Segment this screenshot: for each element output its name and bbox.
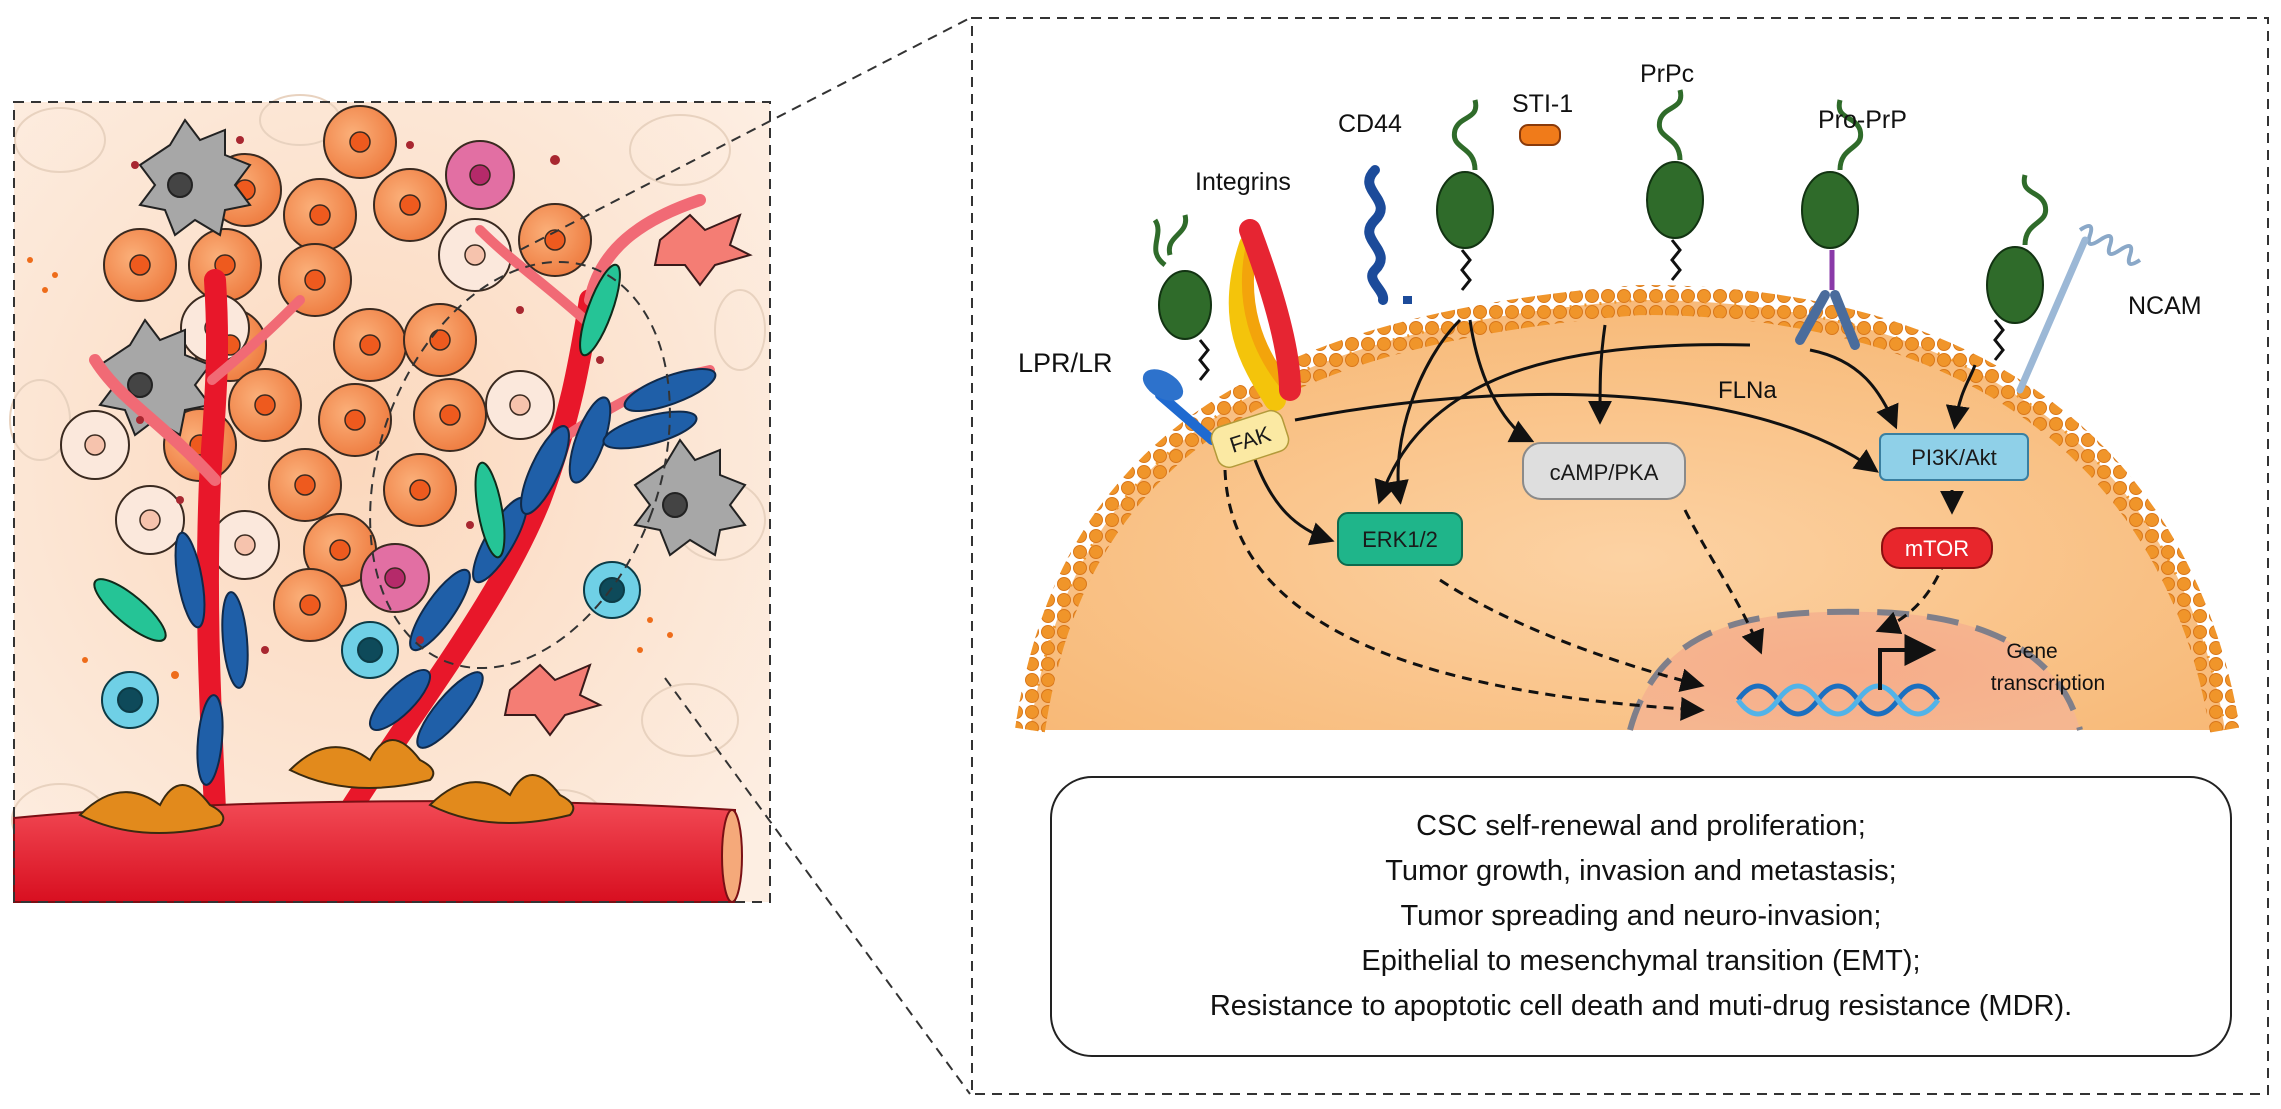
macrophage-cells [98, 118, 747, 557]
signaling-arrows [1223, 318, 1977, 721]
receptor-glyphs [1142, 89, 2142, 445]
label-gene: Gene [2006, 640, 2057, 663]
label-sti1: STI-1 [1512, 90, 1573, 118]
svg-text:cAMP/PKA: cAMP/PKA [1550, 460, 1659, 485]
fibroblast-cells [93, 263, 621, 642]
zoom-connector-lines [369, 17, 971, 1095]
signaling-panel: FAK ERK1/2 cAMP/PKA PI3K/Akt mTOR LPR/LR… [971, 17, 2269, 1095]
svg-text:ERK1/2: ERK1/2 [1362, 527, 1438, 552]
outcome-line: Resistance to apoptotic cell death and m… [1209, 990, 2073, 1022]
pi3k-node: PI3K/Akt [1879, 433, 2029, 481]
tumor-microenvironment-panel [9, 94, 771, 903]
label-integrins: Integrins [1195, 168, 1291, 196]
erk-node: ERK1/2 [1337, 512, 1463, 566]
orange-dots [27, 257, 673, 679]
outcome-line: Tumor spreading and neuro-invasion; [1400, 900, 1882, 932]
dna-helix-icon [1735, 683, 1941, 717]
receptor-labels: LPR/LR Integrins CD44 STI-1 PrPc Pro-PrP… [1018, 60, 2202, 695]
label-lpr-lr: LPR/LR [1018, 348, 1113, 378]
stellate-cells [503, 213, 753, 737]
label-prpc: PrPc [1640, 60, 1694, 88]
label-ncam: NCAM [2128, 292, 2202, 320]
outcomes-box: CSC self-renewal and proliferation; Tumo… [1050, 776, 2232, 1057]
transcription-start-arrow [1878, 634, 1937, 690]
outcome-line: CSC self-renewal and proliferation; [1416, 810, 1866, 842]
mtor-node: mTOR [1881, 527, 1993, 569]
outcome-line: Epithelial to mesenchymal transition (EM… [1361, 945, 1921, 977]
label-cd44: CD44 [1338, 110, 1402, 138]
svg-text:mTOR: mTOR [1905, 536, 1969, 561]
scattered-dots [131, 136, 604, 654]
label-transcription: transcription [1991, 672, 2105, 695]
svg-text:PI3K/Akt: PI3K/Akt [1911, 445, 1997, 470]
main-blood-vessel [13, 739, 743, 903]
outcome-line: Tumor growth, invasion and metastasis; [1385, 855, 1897, 887]
label-pro-prp: Pro-PrP [1818, 106, 1907, 134]
label-flna: FLNa [1718, 377, 1777, 404]
fak-node: FAK [1210, 409, 1290, 469]
endothelial-cells [174, 367, 717, 786]
camp-node: cAMP/PKA [1522, 442, 1686, 500]
